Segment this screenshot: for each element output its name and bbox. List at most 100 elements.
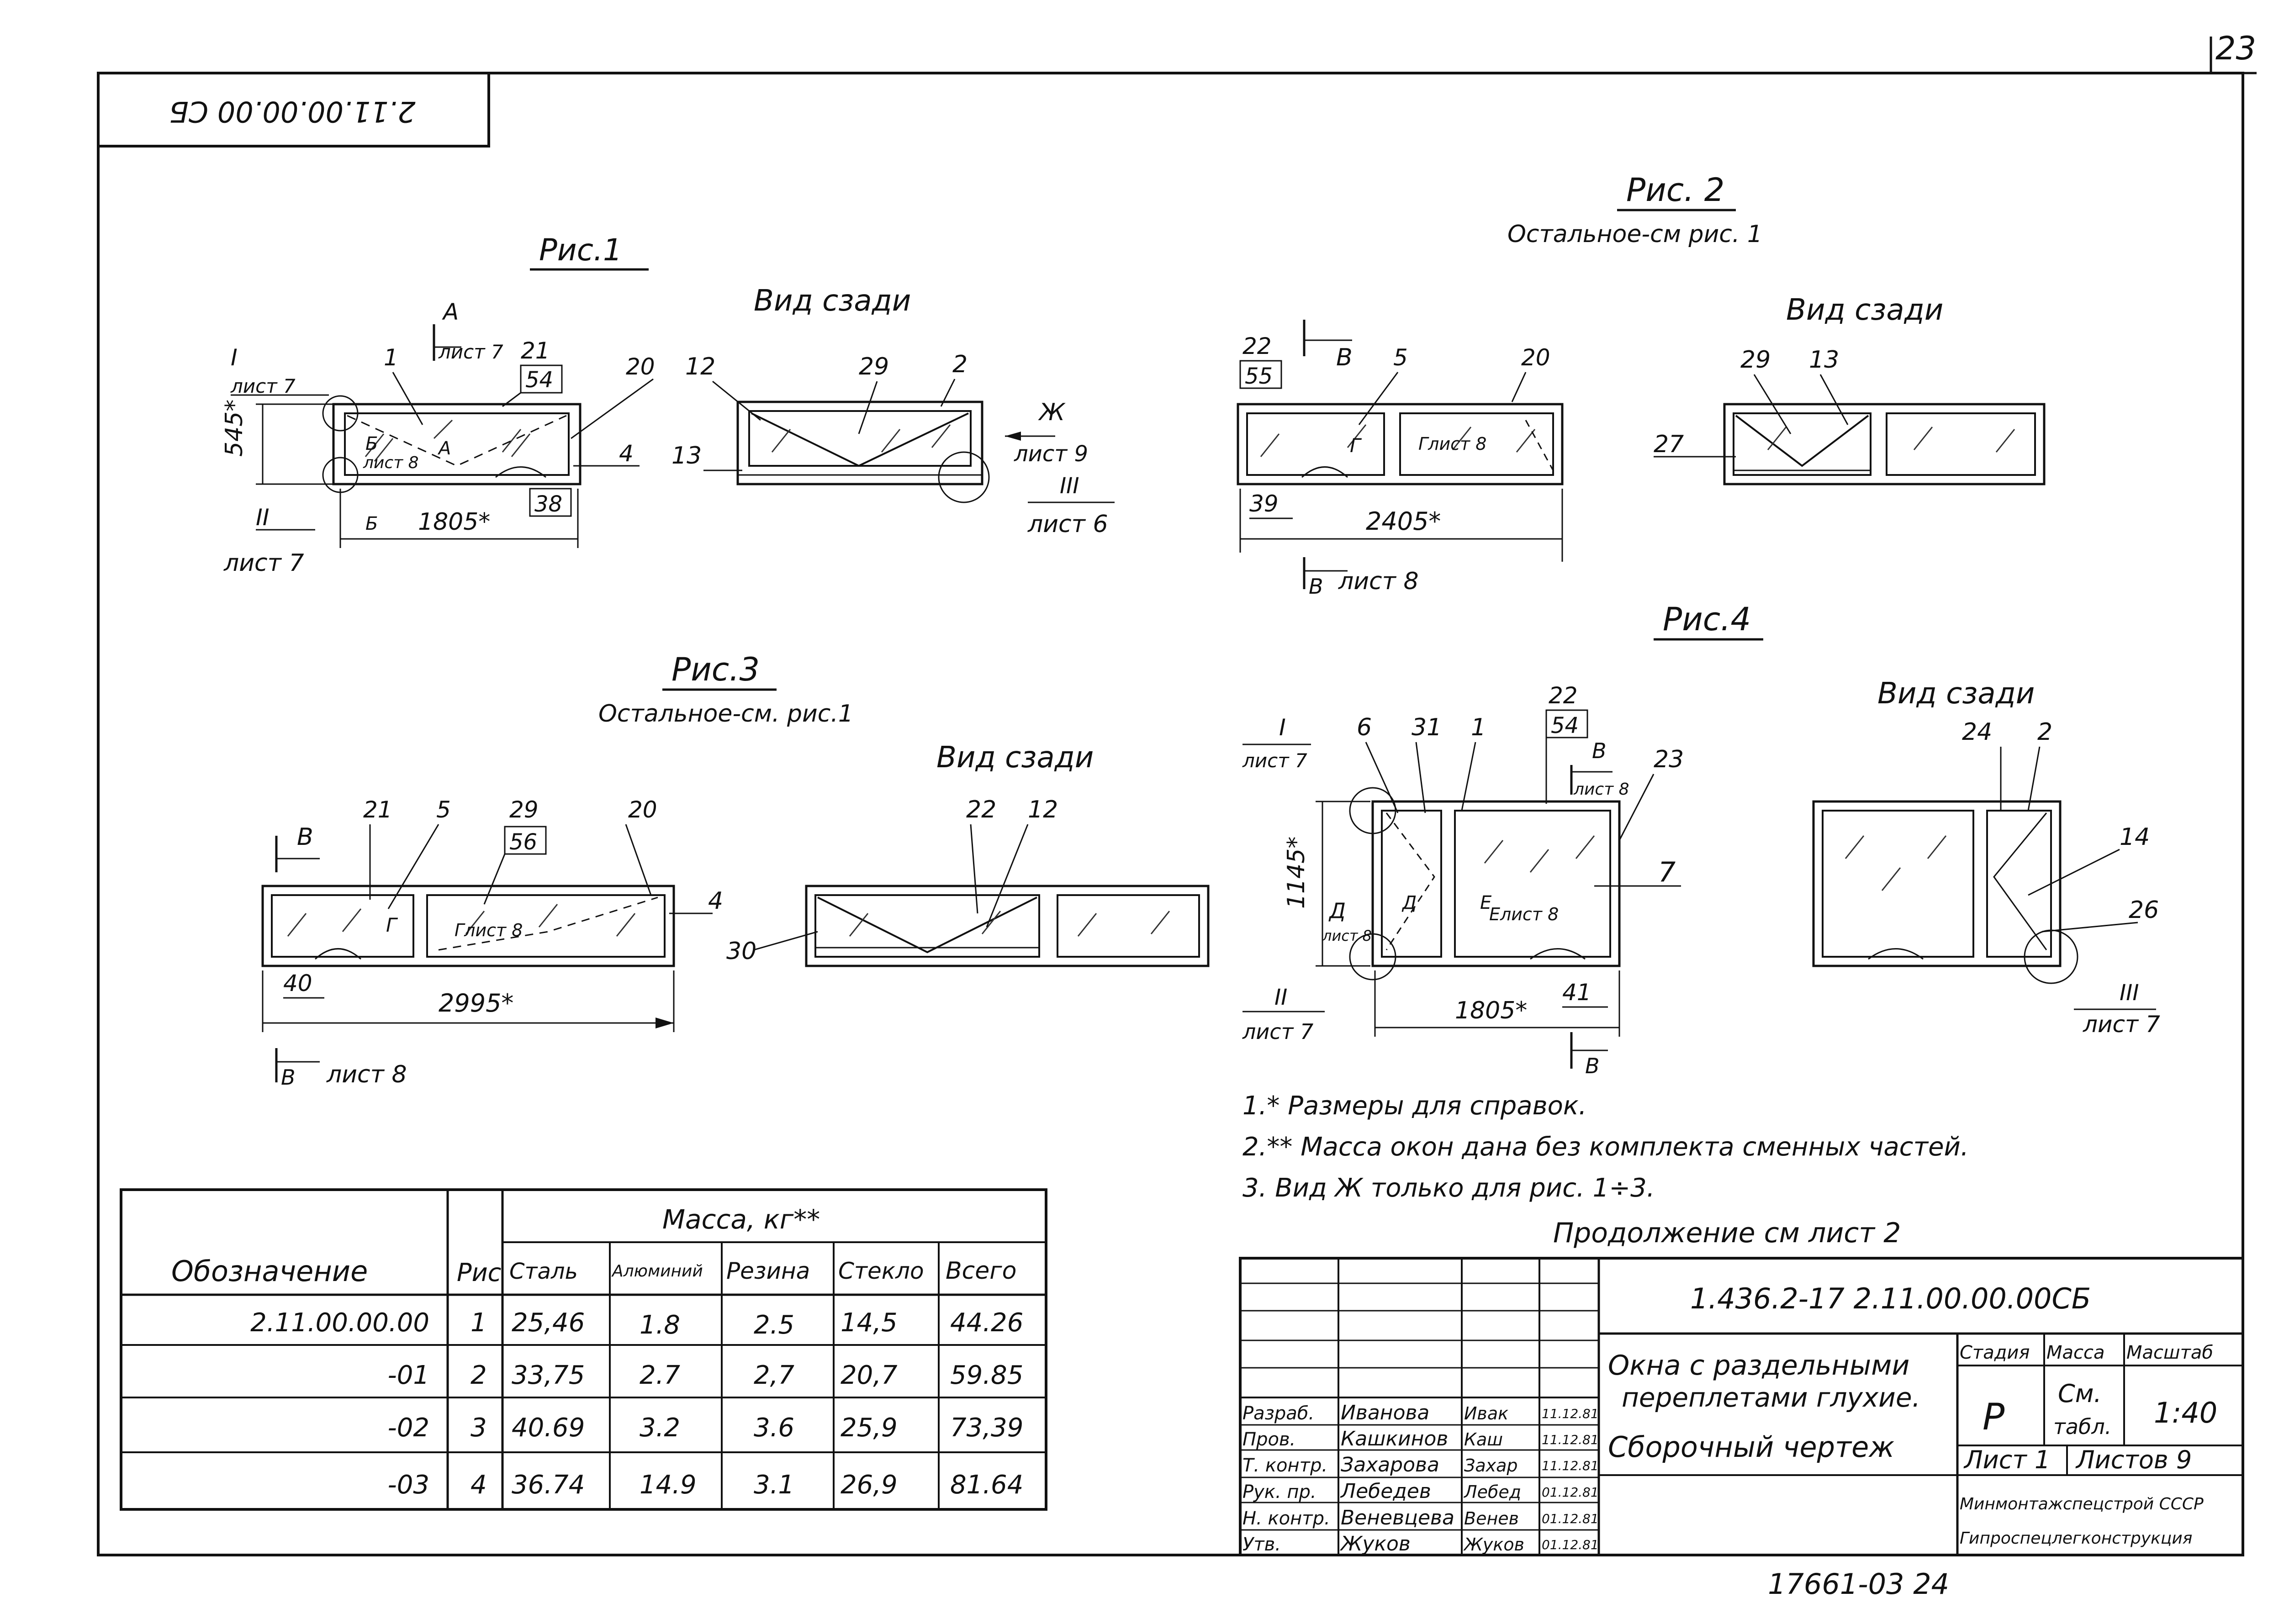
mass-row-steel: 40.69 <box>512 1413 585 1443</box>
fig3-rear-view: Вид сзади 22 12 30 <box>726 741 1210 967</box>
mass-row-aluminium: 3.2 <box>640 1413 680 1443</box>
mass-row-glass: 20,7 <box>841 1360 898 1390</box>
fig1-title: Рис.1 <box>539 232 622 268</box>
mass-row-total: 81.64 <box>950 1470 1023 1500</box>
fig4-v-bottom: В <box>1585 1054 1600 1078</box>
signature-row: Утв. Жуков Жуков 01.12.81 <box>1242 1532 1599 1555</box>
mass-row-fig: 4 <box>471 1470 487 1500</box>
fig4-rear-title: Вид сзади <box>1877 677 2035 711</box>
scale-value: 1:40 <box>2154 1396 2217 1429</box>
fig2-rear-part-27: 27 <box>1654 431 1684 458</box>
mass-row-designation: -02 <box>388 1413 429 1443</box>
mass-col-aluminium: Алюминий <box>611 1262 703 1281</box>
fig4-title: Рис.4 <box>1663 601 1751 638</box>
fig1-iii-sheet: лист 6 <box>1027 511 1108 538</box>
mass-row-rubber: 3.6 <box>754 1413 794 1443</box>
fig3-part-29: 29 <box>509 796 539 823</box>
fig1-b-label: Б <box>365 433 378 454</box>
fig3-rear-title: Вид сзади <box>936 741 1094 775</box>
mass-row-aluminium: 1.8 <box>640 1310 680 1340</box>
fig3-part-21: 21 <box>363 796 392 823</box>
fig1-b-sheet: лист 8 <box>363 453 419 472</box>
fig3-v-bottom-sheet: лист 8 <box>326 1061 407 1088</box>
signature-row: Разраб. Иванова Ивак 11.12.81 <box>1242 1401 1599 1424</box>
mass-row-fig: 2 <box>471 1360 487 1390</box>
fig4-part-23: 23 <box>1654 746 1684 773</box>
signature-name: Кашкинов <box>1341 1427 1448 1450</box>
fig2-rear-part-29: 29 <box>1740 346 1771 374</box>
signature-mark: Каш <box>1464 1429 1503 1450</box>
signature-name: Захарова <box>1341 1453 1439 1476</box>
note-3: 3. Вид Ж только для рис. 1÷3. <box>1242 1173 1655 1203</box>
fig4-part-6: 6 <box>1357 714 1372 741</box>
fig3-front-view: Рис.3 Остальное-см. рис.1 В 21 5 29 56 2… <box>261 651 853 1090</box>
fig2-part-39: 39 <box>1249 490 1279 517</box>
signature-date: 11.12.81 <box>1542 1406 1599 1421</box>
fig4-rear-part-24: 24 <box>1962 718 1992 746</box>
signature-row: Т. контр. Захарова Захар 11.12.81 <box>1242 1453 1599 1476</box>
fig4-iii-label: III <box>2120 980 2139 1006</box>
fig3-g-label: Г <box>386 914 398 936</box>
fig3-width-dim: 2995* <box>439 989 513 1018</box>
mass-value-line1: См. <box>2058 1379 2102 1408</box>
fig4-e-label: Е <box>1480 892 1492 913</box>
signature-mark: Жуков <box>1463 1534 1524 1555</box>
fig1-iii-label: III <box>1060 473 1079 499</box>
fig4-height-dim: 1145* <box>1283 837 1310 909</box>
fig4-rear-part-26: 26 <box>2129 896 2159 924</box>
fig1-rear-part-29: 29 <box>859 353 889 380</box>
document-type: Сборочный чертеж <box>1608 1430 1894 1464</box>
fig4-front-view: Рис.4 I лист 7 6 31 1 22 54 В лист 8 23 … <box>1242 601 1763 1078</box>
signature-row: Пров. Кашкинов Каш 11.12.81 <box>1242 1427 1599 1450</box>
mass-col-glass: Стекло <box>838 1258 924 1284</box>
fig3-v-bottom: В <box>281 1065 296 1090</box>
mass-row-rubber: 3.1 <box>754 1470 794 1500</box>
fig1-width-dim: 1805* <box>418 508 490 536</box>
fig1-a-inner: А <box>437 438 451 459</box>
fig2-rear-view: Вид сзади 29 13 27 <box>1654 293 2046 485</box>
fig4-rear-view: Вид сзади 24 2 14 26 III лист 7 <box>1812 677 2160 1038</box>
fig4-rear-part-2: 2 <box>2037 718 2052 746</box>
mass-row-total: 73,39 <box>950 1413 1023 1443</box>
stage-header: Стадия <box>1960 1342 2030 1363</box>
fig4-part-22: 22 <box>1549 682 1578 709</box>
fig2-rear-title: Вид сзади <box>1786 293 1943 327</box>
fig4-e-sheet: Елист 8 <box>1489 904 1559 924</box>
fig1-part-54: 54 <box>525 367 553 393</box>
fig4-part-41: 41 <box>1562 979 1591 1006</box>
mass-row-fig: 3 <box>471 1413 487 1443</box>
fig4-d-inner: Д <box>1401 892 1417 913</box>
fig1-ii-label: II <box>256 504 270 531</box>
fig3-part-40: 40 <box>283 970 312 997</box>
fig4-d-sheet: лист 8 <box>1322 927 1372 944</box>
fig4-part-1: 1 <box>1471 714 1486 741</box>
fig3-part-5: 5 <box>436 796 451 823</box>
fig1-part-38: 38 <box>534 491 562 517</box>
fig3-g-sheet: Глист 8 <box>455 920 523 940</box>
fig4-d-label: Д <box>1328 898 1346 923</box>
mass-table-header-designation: Обозначение <box>171 1255 368 1288</box>
org-institute: Гипроспецлегконструкция <box>1960 1529 2192 1548</box>
fig2-front-view: Рис. 2 Остальное-см рис. 1 В 22 55 5 20 … <box>1237 171 1762 599</box>
fig1-part-4: 4 <box>619 440 634 467</box>
fig1-height-dim: 545* <box>221 400 248 457</box>
note-2: 2.** Масса окон дана без комплекта сменн… <box>1242 1132 1969 1162</box>
fig3-v-label: В <box>297 823 313 851</box>
fig1-rear-part-2: 2 <box>952 351 968 378</box>
mass-row-glass: 14,5 <box>841 1308 898 1338</box>
fig4-ii-label: II <box>1274 985 1287 1010</box>
fig1-rear-part-13: 13 <box>671 442 702 469</box>
fig4-part-7: 7 <box>1658 856 1676 888</box>
signature-date: 11.12.81 <box>1542 1458 1599 1473</box>
sheet-number: 23 <box>2215 30 2256 67</box>
stage-value: Р <box>1983 1396 2005 1438</box>
mass-row-aluminium: 14.9 <box>640 1470 697 1500</box>
signature-mark: Лебед <box>1463 1482 1521 1502</box>
mass-table: Обозначение Рис Масса, кг** Сталь Алюмин… <box>120 1188 1047 1511</box>
fig2-width-dim: 2405* <box>1366 507 1441 536</box>
signature-mark: Захар <box>1464 1455 1518 1476</box>
signature-date: 01.12.81 <box>1542 1537 1599 1552</box>
fig4-v-label: В <box>1592 738 1607 763</box>
mass-row-rubber: 2,7 <box>754 1360 794 1390</box>
fig4-i-sheet: лист 7 <box>1242 749 1307 772</box>
